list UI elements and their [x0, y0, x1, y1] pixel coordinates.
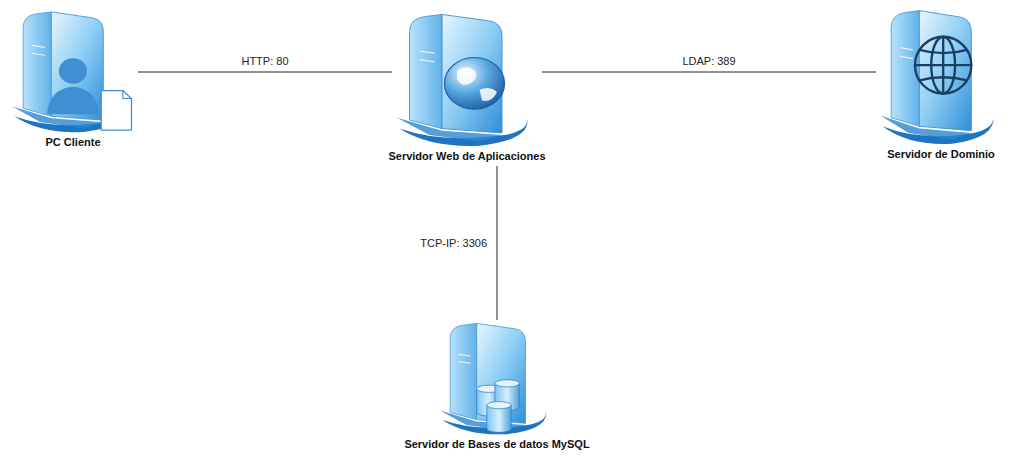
server-icon: [436, 318, 558, 436]
port-label: TCP-IP: 3306: [418, 237, 489, 249]
connector-line: [138, 72, 392, 73]
server-icon: [392, 8, 542, 148]
server-node: PC Cliente: [6, 6, 140, 148]
connector-line: [542, 72, 876, 73]
server-node: Servidor de Dominio: [874, 4, 1008, 160]
port-label: LDAP: 389: [680, 55, 737, 67]
server-node: Servidor Web de Aplicaciones: [386, 8, 548, 162]
node-label: Servidor Web de Aplicaciones: [386, 150, 548, 162]
node-label: Servidor de Bases de datos MySQL: [402, 438, 592, 450]
node-label: Servidor de Dominio: [874, 148, 1008, 160]
server-icon: [8, 6, 138, 134]
server-node: Servidor de Bases de datos MySQL: [402, 318, 592, 450]
server-icon: [876, 4, 1006, 146]
node-label: PC Cliente: [6, 136, 140, 148]
connector-line: [497, 166, 498, 320]
port-label: HTTP: 80: [239, 55, 290, 67]
